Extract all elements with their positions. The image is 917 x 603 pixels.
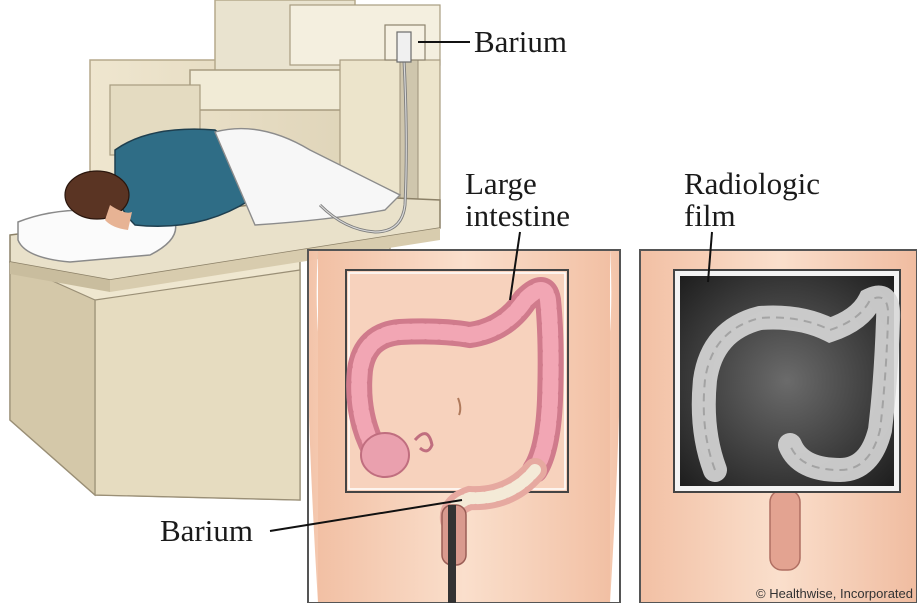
barium-catheter: [448, 505, 456, 603]
abdomen-panel-film: [640, 250, 917, 603]
label-radiologic-line2: film: [684, 200, 820, 232]
label-radiologic-line1: Radiologic: [684, 168, 820, 200]
label-large-intestine-line1: Large: [465, 168, 570, 200]
label-radiologic-film: Radiologic film: [684, 168, 820, 232]
label-barium-top: Barium: [474, 26, 567, 58]
barium-bag: [397, 32, 411, 62]
label-barium-bottom: Barium: [160, 515, 253, 547]
copyright-credit: © Healthwise, Incorporated: [756, 586, 913, 601]
label-large-intestine: Large intestine: [465, 168, 570, 232]
abdomen-panel-intestine: [308, 250, 620, 603]
label-large-intestine-line2: intestine: [465, 200, 570, 232]
